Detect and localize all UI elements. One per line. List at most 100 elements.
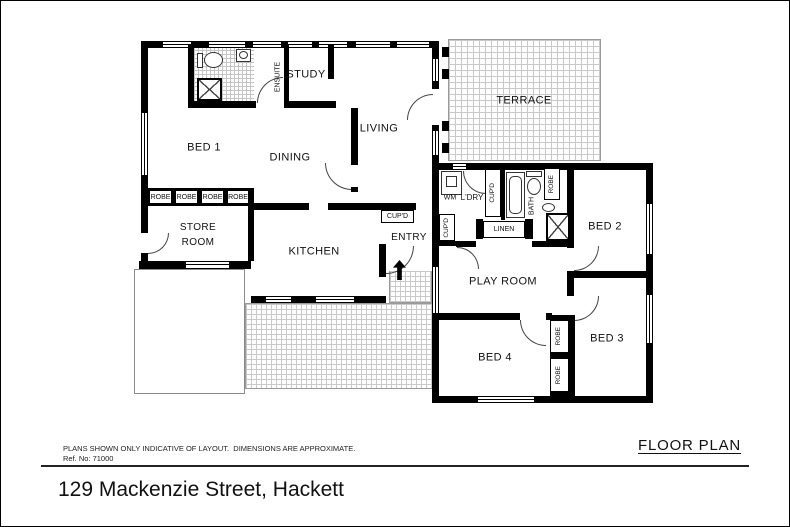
wall <box>328 203 416 210</box>
wall <box>567 278 574 296</box>
wall <box>284 45 289 108</box>
room-label-bath: BATH <box>528 196 536 216</box>
door-arc <box>407 94 433 120</box>
wall <box>248 188 254 261</box>
room-label-bed2: BED 2 <box>588 220 622 233</box>
robe-cupboard: ROBE <box>201 190 224 204</box>
window <box>186 261 229 269</box>
room-label-laundry: L'DRY <box>460 193 484 202</box>
robe-cupboard: ROBE <box>227 190 249 204</box>
toilet-cistern <box>526 171 542 177</box>
room-label-store-line2: ROOM <box>181 237 215 248</box>
door-arc <box>148 233 169 254</box>
window <box>432 267 439 313</box>
terrace-paving <box>448 39 601 161</box>
window <box>141 113 148 175</box>
window <box>253 41 281 48</box>
wall <box>438 313 520 320</box>
door-arc <box>574 296 599 321</box>
window <box>646 295 653 343</box>
bathtub-inner <box>509 176 522 214</box>
robe-cupboard: ROBE <box>544 168 560 200</box>
wall <box>476 219 483 239</box>
entry-porch-paving <box>389 271 432 303</box>
window <box>397 41 429 48</box>
carport-outline <box>134 269 245 394</box>
wall <box>456 241 476 247</box>
room-label-wm: WM <box>443 194 457 202</box>
room-label-bed4: BED 4 <box>478 351 512 364</box>
robe-wall <box>550 315 575 320</box>
window <box>478 396 534 403</box>
robe-wall <box>550 392 575 397</box>
wall <box>438 396 653 403</box>
cupboard: CUP'D <box>485 169 501 217</box>
cupboard: CUP'D <box>439 214 455 241</box>
window <box>646 204 653 254</box>
shower-fixture <box>546 213 570 241</box>
wall <box>438 163 653 170</box>
address-title: 129 Mackenzie Street, Hackett <box>58 478 344 501</box>
wall <box>328 45 334 79</box>
wall <box>139 261 186 269</box>
wall <box>439 241 456 246</box>
window <box>453 163 466 170</box>
room-label-study: STUDY <box>286 68 326 81</box>
wall <box>351 108 358 165</box>
window <box>356 41 390 48</box>
disclaimer-text: PLANS SHOWN ONLY INDICATIVE OF LAYOUT. D… <box>63 444 356 453</box>
room-label-store-line1: STORE <box>179 222 217 233</box>
wall <box>229 261 251 269</box>
robe-cupboard: ROBE <box>149 190 172 204</box>
room-label-entry: ENTRY <box>391 232 427 243</box>
window <box>432 59 439 81</box>
room-label-kitchen: KITCHEN <box>288 245 340 258</box>
window <box>163 41 191 48</box>
robe-wall <box>550 353 575 358</box>
door-arc <box>574 246 599 271</box>
window <box>316 296 354 303</box>
room-label-ensuite: ENSUITE <box>274 61 282 93</box>
terrace-pier <box>442 143 449 153</box>
patio-paving <box>245 303 438 389</box>
window <box>288 41 312 48</box>
window <box>432 131 439 155</box>
ref-number: Ref. No: 71000 <box>63 454 114 463</box>
toilet-bowl <box>204 52 223 68</box>
room-label-living: LIVING <box>359 122 399 135</box>
wall <box>284 101 336 108</box>
cupboard: CUP'D <box>381 210 414 223</box>
door-arc <box>325 163 352 190</box>
washing-machine-inner <box>446 176 457 187</box>
wall <box>532 241 572 247</box>
wall <box>567 271 653 278</box>
terrace-pier <box>442 69 449 79</box>
wall <box>251 203 309 210</box>
room-label-bed3: BED 3 <box>590 332 624 345</box>
footer-divider <box>41 465 749 467</box>
wall <box>188 101 256 108</box>
robe-cupboard: ROBE <box>550 358 569 392</box>
window <box>209 41 245 48</box>
door-arc <box>457 247 479 269</box>
door-arc <box>463 171 486 194</box>
wall <box>569 317 575 403</box>
room-label-bed1: BED 1 <box>187 141 221 154</box>
room-label-dining: DINING <box>269 151 311 164</box>
terrace-pier <box>442 47 449 57</box>
linen-cupboard: LINEN <box>483 221 525 238</box>
robe-cupboard: ROBE <box>550 320 569 353</box>
wall <box>501 170 505 220</box>
wall <box>567 170 574 248</box>
wall <box>485 164 501 169</box>
basin-bowl <box>239 51 248 59</box>
terrace-pier <box>442 121 449 131</box>
toilet-bowl <box>527 178 541 195</box>
wall <box>188 45 194 105</box>
door-opening <box>141 233 148 253</box>
robe-wall <box>147 188 251 206</box>
shower-fixture <box>197 78 222 101</box>
door-opening <box>432 89 439 125</box>
robe-cupboard: ROBE <box>175 190 198 204</box>
